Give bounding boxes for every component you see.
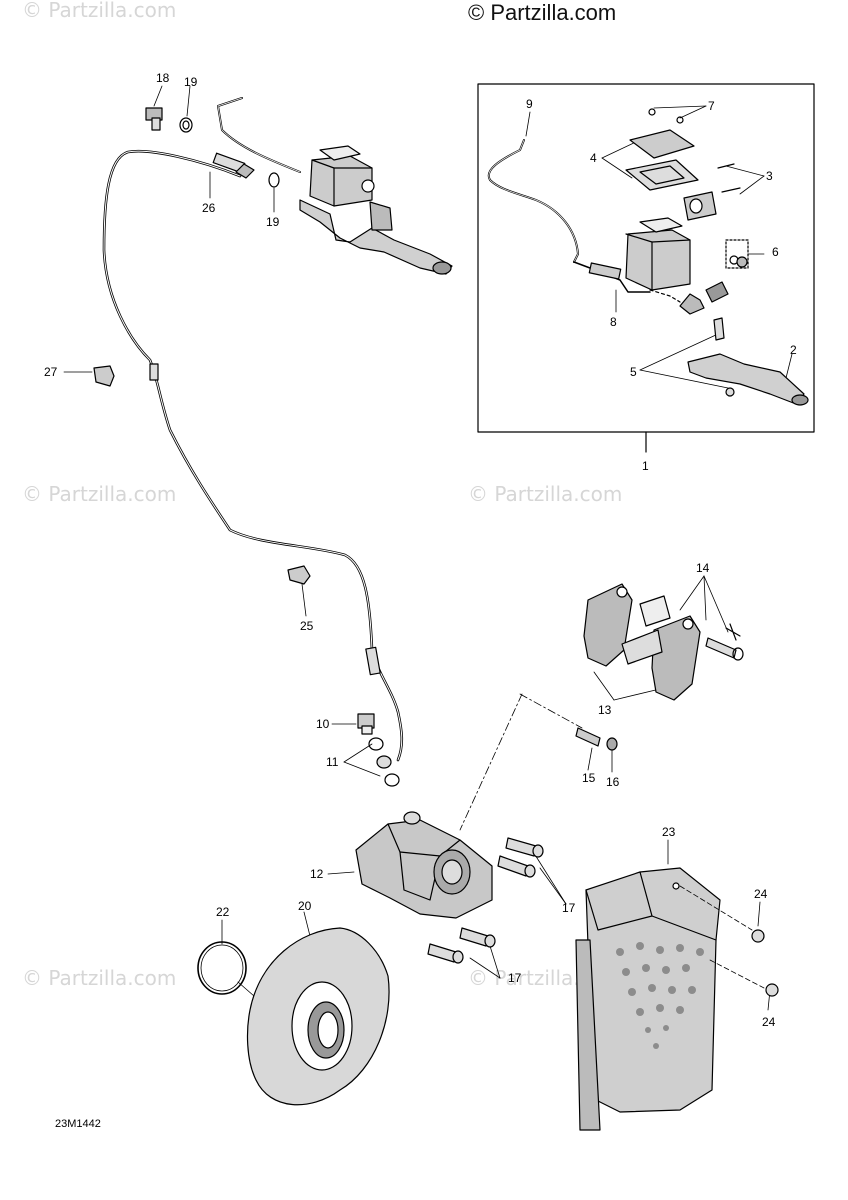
callout-7: 7	[708, 99, 715, 113]
washer-11-bottom	[384, 773, 400, 787]
callout-12: 12	[310, 867, 324, 881]
callout-11: 11	[326, 755, 339, 769]
copyright-header: © Partzilla.com	[468, 0, 617, 25]
callout-9: 9	[526, 97, 533, 111]
brake-pads-13	[583, 583, 701, 701]
callout-20: 20	[298, 899, 312, 913]
sealing-washer-19-bottom	[268, 172, 280, 188]
o-ring-22	[197, 941, 247, 995]
leader-lines	[63, 85, 793, 1011]
bolts-17-upper	[497, 837, 544, 878]
callout-15: 15	[582, 771, 596, 785]
callout-5: 5	[630, 365, 637, 379]
diagram-code: 23M1442	[55, 1118, 101, 1130]
callout-26: 26	[202, 201, 216, 215]
watermark-mid-left: © Partzilla.com	[22, 482, 177, 506]
callout-6: 6	[772, 245, 779, 259]
clip-16	[606, 737, 618, 751]
inset-master-cylinder	[487, 108, 809, 406]
watermark-mid-right: © Partzilla.com	[468, 482, 623, 506]
callout-27: 27	[44, 365, 58, 379]
hose-clip-27	[93, 365, 115, 387]
callout-19-bottom: 19	[266, 215, 280, 229]
screws-24	[679, 885, 779, 997]
hose-clip-25	[287, 565, 311, 585]
callout-17-lower: 17	[508, 971, 522, 985]
callout-2: 2	[790, 343, 797, 357]
callout-25: 25	[300, 619, 314, 633]
pad-pin-14	[705, 623, 744, 661]
sealing-washer-19-top	[179, 117, 193, 133]
callout-17-upper: 17	[562, 901, 576, 915]
callout-23: 23	[662, 825, 676, 839]
banjo-bolt-18	[145, 107, 163, 131]
callout-24-lower: 24	[762, 1015, 776, 1029]
callout-16: 16	[606, 775, 620, 789]
callout-3: 3	[766, 169, 773, 183]
callout-13: 13	[598, 703, 612, 717]
brake-hose	[102, 149, 404, 762]
disc-guard-23	[575, 867, 721, 1131]
callout-24-upper: 24	[754, 887, 768, 901]
caliper-12	[355, 811, 493, 919]
callout-19-top: 19	[184, 75, 198, 89]
callout-4: 4	[590, 151, 597, 165]
callout-8: 8	[610, 315, 617, 329]
brake-disc-20	[246, 927, 390, 1106]
callout-22: 22	[216, 905, 230, 919]
bolts-17-lower	[427, 927, 496, 964]
retaining-pin-15	[575, 727, 601, 747]
watermark-top-left: © Partzilla.com	[22, 0, 177, 22]
washer-11-top	[368, 737, 384, 751]
bleeder-bolt-10	[357, 713, 375, 735]
callout-10: 10	[316, 717, 330, 731]
callout-14: 14	[696, 561, 710, 575]
callout-18: 18	[156, 71, 170, 85]
master-cylinder-assembly	[299, 145, 453, 275]
watermark-bottom-left: © Partzilla.com	[22, 966, 177, 990]
callout-1: 1	[642, 459, 649, 473]
